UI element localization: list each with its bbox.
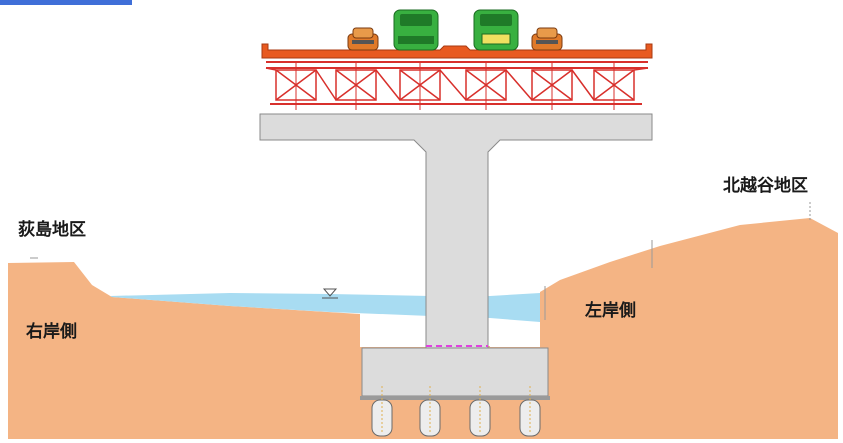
label-right-bank: 右岸側	[26, 322, 77, 342]
pile-cap	[361, 347, 549, 397]
car-icon	[531, 27, 563, 51]
ground-terrain	[8, 218, 838, 439]
construction-lines	[30, 202, 811, 320]
top-accent-bar	[0, 0, 132, 5]
label-ogishima: 荻島地区	[18, 220, 86, 240]
truck-icon	[393, 9, 439, 51]
truck-icon	[473, 9, 519, 51]
bridge-deck	[261, 43, 653, 59]
water-level-marker	[322, 288, 338, 299]
pier	[259, 113, 653, 349]
car-icon	[347, 27, 379, 51]
pile-cap-base	[360, 396, 550, 400]
label-left-bank: 左岸側	[585, 301, 636, 321]
steel-truss	[265, 61, 649, 110]
label-kitakoshigaya: 北越谷地区	[723, 176, 808, 196]
